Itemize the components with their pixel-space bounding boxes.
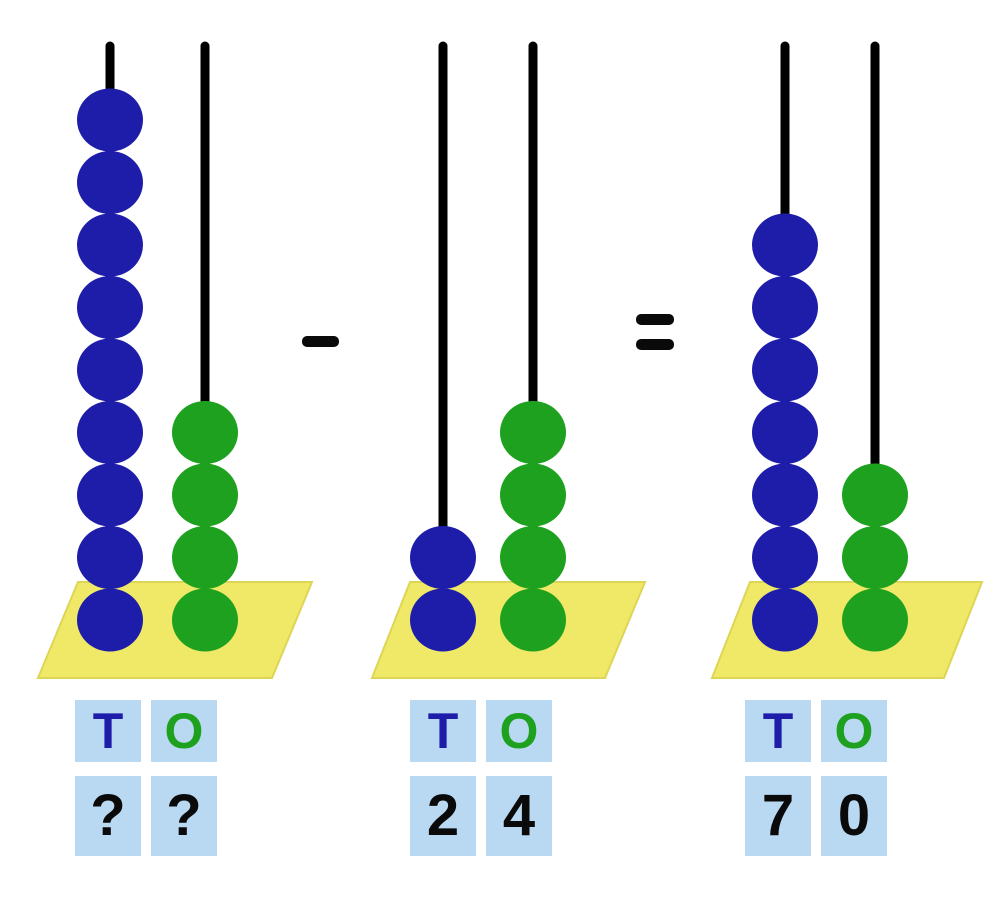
tens-value-box: 7 (745, 776, 811, 856)
ones-bead (500, 526, 566, 589)
tens-bead (752, 276, 818, 339)
tens-bead (410, 526, 476, 589)
tens-header-box: T (75, 700, 141, 762)
equals-top-bar (636, 314, 674, 325)
tens-bead (77, 338, 143, 402)
tens-bead (77, 463, 143, 527)
ones-bead (172, 401, 238, 464)
ones-header-box: O (486, 700, 552, 762)
tens-bead (752, 526, 818, 589)
ones-header-label: O (834, 703, 874, 759)
tens-bead (77, 401, 143, 464)
tens-value-box: 2 (410, 776, 476, 856)
ones-value-box: 4 (486, 776, 552, 856)
ones-header-box: O (821, 700, 887, 762)
minus-bar (302, 336, 339, 347)
tens-bead (77, 213, 143, 277)
tens-bead (752, 338, 818, 402)
abacus-difference (710, 41, 984, 679)
abacus-subtrahend (370, 41, 647, 679)
value-panel-minuend: T O ? ? (75, 700, 217, 856)
difference-tens-value: 7 (761, 783, 795, 848)
tens-value-box: ? (75, 776, 141, 856)
ones-bead (500, 588, 566, 652)
tens-bead (752, 213, 818, 277)
tens-bead (77, 526, 143, 589)
ones-bead (172, 463, 238, 527)
ones-bead (842, 588, 908, 652)
value-panel-subtrahend: T O 2 4 (410, 700, 552, 856)
abacus-scene (36, 41, 984, 679)
tens-header-label: T (427, 703, 459, 759)
ones-bead (842, 463, 908, 527)
ones-header-label: O (164, 703, 204, 759)
ones-bead (842, 526, 908, 589)
minus-operator: – (302, 336, 339, 347)
tens-header-box: T (410, 700, 476, 762)
ones-bead (500, 463, 566, 527)
abacus-minuend (36, 41, 314, 679)
ones-value-box: 0 (821, 776, 887, 856)
tens-bead (77, 588, 143, 652)
value-panel-difference: T O 7 0 (745, 700, 887, 856)
ones-header-box: O (151, 700, 217, 762)
ones-header-label: O (499, 703, 539, 759)
equals-operator: = (636, 314, 674, 350)
tens-bead (752, 588, 818, 652)
tens-bead (77, 88, 143, 152)
tens-bead (77, 151, 143, 214)
equals-bottom-bar (636, 339, 674, 350)
tens-bead (752, 463, 818, 527)
tens-header-box: T (745, 700, 811, 762)
minuend-ones-value: ? (166, 783, 202, 848)
tens-bead (752, 401, 818, 464)
tens-bead (77, 276, 143, 339)
subtrahend-tens-value: 2 (426, 783, 460, 848)
ones-value-box: ? (151, 776, 217, 856)
ones-bead (500, 401, 566, 464)
difference-ones-value: 0 (837, 783, 871, 848)
tens-bead (410, 588, 476, 652)
ones-bead (172, 588, 238, 652)
tens-header-label: T (762, 703, 794, 759)
ones-bead (172, 526, 238, 589)
tens-header-label: T (92, 703, 124, 759)
subtrahend-ones-value: 4 (502, 783, 536, 848)
minuend-tens-value: ? (90, 783, 126, 848)
